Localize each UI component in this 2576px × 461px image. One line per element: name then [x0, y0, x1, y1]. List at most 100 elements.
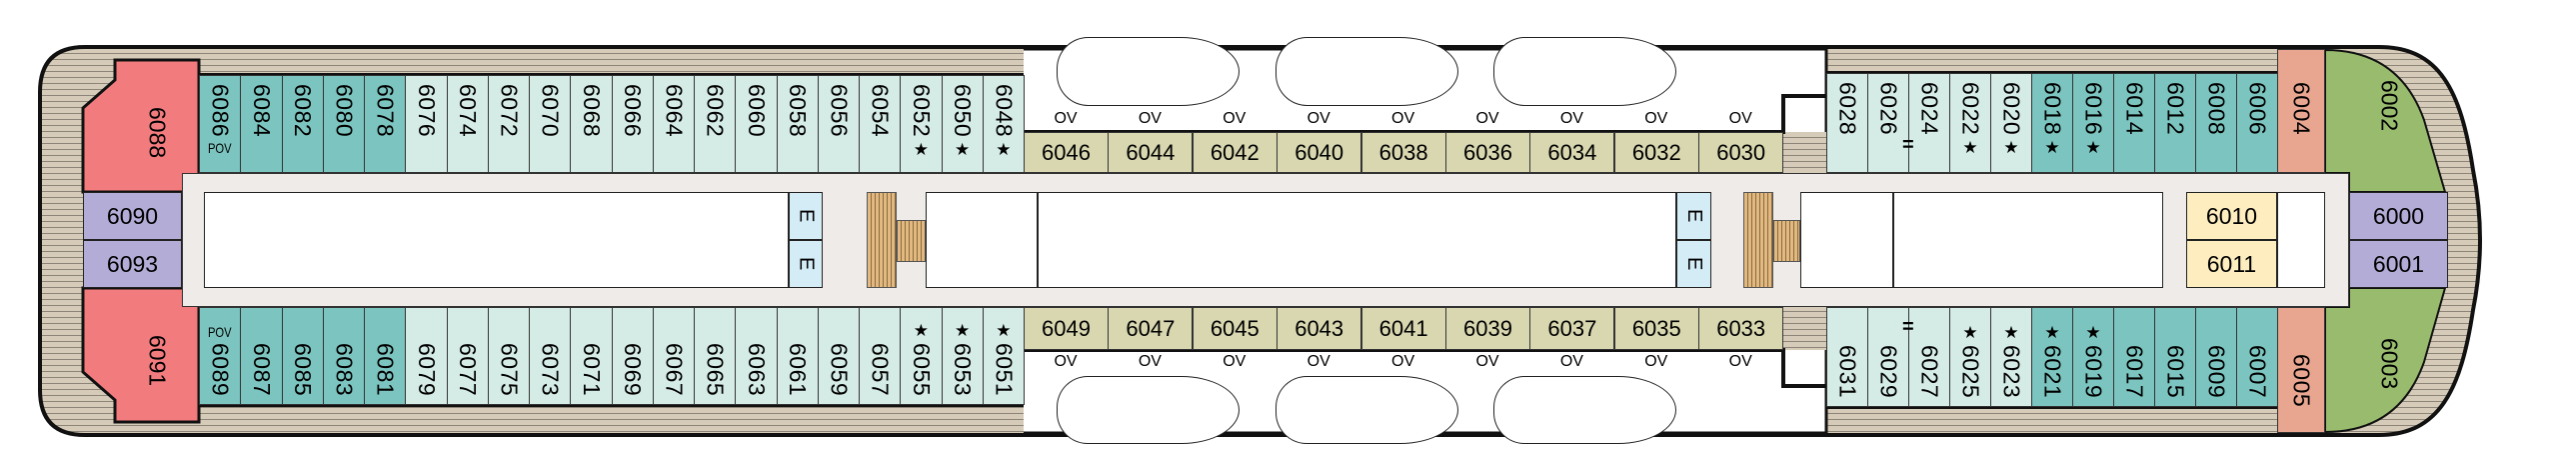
cabin-6069[interactable]: 6069	[611, 307, 654, 405]
cabin-6084[interactable]: 6084	[240, 75, 283, 173]
cabin-6040[interactable]: 6040	[1277, 132, 1362, 173]
cabin-number: 6070	[537, 84, 564, 138]
cabin-6065[interactable]: 6065	[694, 307, 737, 405]
cabin-6008[interactable]: 6008	[2195, 73, 2237, 173]
cabin-6057[interactable]: 6057	[859, 307, 902, 405]
cabin-6016[interactable]: 6016★	[2072, 73, 2114, 173]
cabin-6028[interactable]: 6028	[1826, 73, 1868, 173]
cabin-6080[interactable]: 6080	[322, 75, 365, 173]
cabin-6054[interactable]: 6054	[859, 75, 902, 173]
cabin-6038[interactable]: 6038	[1360, 132, 1446, 173]
cabin-6063[interactable]: 6063	[735, 307, 778, 405]
cabin-6006[interactable]: 6006	[2236, 73, 2278, 173]
cabin-6024[interactable]: 6024=	[1902, 73, 1950, 173]
cabin-6058[interactable]: 6058	[776, 75, 819, 173]
cabin-6039[interactable]: 6039	[1445, 307, 1530, 350]
cabin-6044[interactable]: 6044	[1108, 132, 1194, 173]
cabin-6043[interactable]: 6043	[1277, 307, 1362, 350]
cabin-6076[interactable]: 6076	[405, 75, 448, 173]
cabin-6051[interactable]: ★6051	[982, 307, 1025, 405]
cabin-6050[interactable]: 6050★	[941, 75, 984, 173]
cabin-6026[interactable]: 6026	[1867, 73, 1909, 173]
cabin-number: 6046	[1042, 139, 1091, 165]
cabin-6093[interactable]: 6093	[83, 240, 182, 288]
cabin-6025[interactable]: ★6025	[1949, 307, 1991, 407]
cabin-6048[interactable]: 6048★	[982, 75, 1025, 173]
cabin-6083[interactable]: 6083	[322, 307, 365, 405]
connecting-door-icon: =	[1902, 316, 1914, 338]
cabin-6047[interactable]: 6047	[1108, 307, 1194, 350]
cabin-6009[interactable]: 6009	[2195, 307, 2237, 407]
cabin-6021[interactable]: ★6021	[2031, 307, 2073, 407]
cabin-6066[interactable]: 6066	[611, 75, 654, 173]
cabin-6075[interactable]: 6075	[487, 307, 530, 405]
cabin-6036[interactable]: 6036	[1445, 132, 1530, 173]
cabin-6079[interactable]: 6079	[405, 307, 448, 405]
cabin-6030[interactable]: 6030	[1698, 132, 1784, 173]
cabin-6014[interactable]: 6014	[2113, 73, 2155, 173]
cabin-number: 6053	[950, 342, 977, 396]
cabin-6019[interactable]: ★6019	[2072, 307, 2114, 407]
cabin-6085[interactable]: 6085	[281, 307, 324, 405]
elevator-label: E	[795, 257, 818, 271]
cabin-6034[interactable]: 6034	[1529, 132, 1615, 173]
cabin-6004[interactable]: 6004	[2277, 49, 2325, 173]
cabin-6067[interactable]: 6067	[652, 307, 695, 405]
stairs-fwd-landing	[1773, 220, 1800, 262]
cabin-6033[interactable]: 6033	[1698, 307, 1784, 350]
cabin-6042[interactable]: 6042	[1192, 132, 1278, 173]
cabin-6059[interactable]: 6059	[817, 307, 860, 405]
cabin-6072[interactable]: 6072	[487, 75, 530, 173]
cabin-6060[interactable]: 6060	[735, 75, 778, 173]
cabin-6015[interactable]: 6015	[2154, 307, 2196, 407]
cabin-6002[interactable]: 6002	[2359, 80, 2419, 131]
cabin-number: 6030	[1716, 139, 1766, 165]
cabin-6074[interactable]: 6074	[446, 75, 489, 173]
cabin-6053[interactable]: ★6053	[941, 307, 984, 405]
cabin-6000[interactable]: 6000	[2349, 192, 2448, 240]
cabin-6045[interactable]: 6045	[1192, 307, 1278, 350]
cabin-6012[interactable]: 6012	[2154, 73, 2196, 173]
cabin-6082[interactable]: 6082	[281, 75, 324, 173]
cabin-6027[interactable]: 6027=	[1902, 307, 1950, 407]
cabin-6055[interactable]: ★6055	[900, 307, 943, 405]
cabin-6049[interactable]: 6049	[1024, 307, 1109, 350]
cabin-6037[interactable]: 6037	[1529, 307, 1615, 350]
cabin-6007[interactable]: 6007	[2236, 307, 2278, 407]
cabin-6041[interactable]: 6041	[1360, 307, 1446, 350]
cabin-6078[interactable]: 6078	[364, 75, 407, 173]
cabin-6052[interactable]: 6052★	[900, 75, 943, 173]
cabin-6077[interactable]: 6077	[446, 307, 489, 405]
cabin-6068[interactable]: 6068	[570, 75, 613, 173]
cabin-6056[interactable]: 6056	[817, 75, 860, 173]
cabin-6003[interactable]: 6003	[2359, 338, 2419, 389]
cabin-6010[interactable]: 6010	[2186, 192, 2277, 240]
cabin-6087[interactable]: 6087	[240, 307, 283, 405]
cabin-6035[interactable]: 6035	[1613, 307, 1699, 350]
cabin-6061[interactable]: 6061	[776, 307, 819, 405]
cabin-6020[interactable]: 6020★	[1990, 73, 2032, 173]
cabin-6005[interactable]: 6005	[2277, 307, 2325, 433]
fwd-closet	[2277, 192, 2325, 288]
cabin-6062[interactable]: 6062	[694, 75, 737, 173]
cabin-6018[interactable]: 6018★	[2031, 73, 2073, 173]
cabin-6073[interactable]: 6073	[529, 307, 572, 405]
cabin-6070[interactable]: 6070	[529, 75, 572, 173]
cabin-6088[interactable]: 6088	[115, 62, 199, 190]
cabin-6011[interactable]: 6011	[2186, 240, 2277, 288]
cabin-6017[interactable]: 6017	[2113, 307, 2155, 407]
cabin-6022[interactable]: 6022★	[1949, 73, 1991, 173]
cabin-6071[interactable]: 6071	[570, 307, 613, 405]
cabin-6091[interactable]: 6091	[115, 290, 199, 420]
cabin-6081[interactable]: 6081	[364, 307, 407, 405]
cabin-6031[interactable]: 6031	[1826, 307, 1868, 407]
cabin-6064[interactable]: 6064	[652, 75, 695, 173]
cabin-6090[interactable]: 6090	[83, 192, 182, 240]
stairs-fwd	[1743, 192, 1773, 288]
cabin-6023[interactable]: ★6023	[1990, 307, 2032, 407]
cabin-6001[interactable]: 6001	[2349, 240, 2448, 288]
cabin-6032[interactable]: 6032	[1613, 132, 1699, 173]
cabin-6046[interactable]: 6046	[1024, 132, 1109, 173]
